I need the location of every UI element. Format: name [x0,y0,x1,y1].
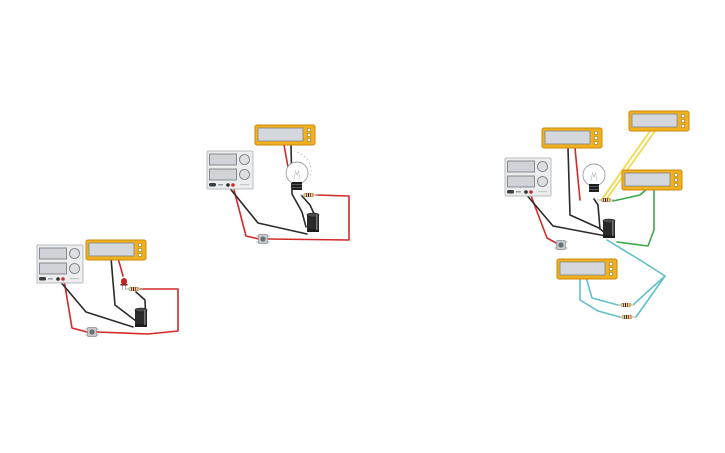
light-bulb[interactable] [582,163,606,193]
wire-red-ps-to-button[interactable] [232,185,260,240]
resistor[interactable] [124,286,144,292]
pushbutton[interactable] [85,327,99,337]
power-supply[interactable] [36,244,84,284]
wire-black-ps-to-capacitor[interactable] [227,185,308,235]
wire-black-ps-to-capacitor[interactable] [58,279,134,328]
wire-teal-mm-to-resistors[interactable] [579,276,621,318]
wire-red-led[interactable] [117,257,124,277]
wire-red-ps-to-button[interactable] [63,279,88,333]
wire-yellow-b[interactable] [605,130,656,201]
multimeter-middle-right[interactable] [621,169,683,191]
multimeter-top-left[interactable] [541,127,603,149]
wire-teal-mm-to-resistor-top[interactable] [585,276,619,306]
multimeter[interactable] [254,124,316,146]
pushbutton[interactable] [256,234,270,244]
resistor-bottom[interactable] [617,314,637,320]
power-supply[interactable] [504,157,552,197]
multimeter-top-right[interactable] [628,110,690,132]
multimeter[interactable] [85,239,147,261]
wire-dashed-bulb[interactable] [296,151,312,179]
wire-teal-capacitor-to-resistors[interactable] [606,239,666,305]
wire-black-ps-to-capacitor[interactable] [524,192,607,237]
wire-red-bulb-to-mm[interactable] [574,147,581,201]
pushbutton[interactable] [554,240,568,250]
wire-red-ps-to-button[interactable] [529,192,557,244]
capacitor[interactable] [602,218,616,239]
led[interactable] [120,278,128,290]
wire-green-capacitor-to-mm[interactable] [616,187,655,247]
circuit-led [36,239,179,337]
light-bulb[interactable] [285,161,309,191]
power-supply[interactable] [206,150,254,190]
resistor-top[interactable] [616,302,636,308]
wire-black-mm-to-capacitor[interactable] [110,257,137,322]
circuit-bulb [206,124,350,244]
capacitor[interactable] [134,307,148,328]
wire-red-button-to-resistor[interactable] [96,288,179,335]
wire-red-button-to-resistor[interactable] [267,194,350,241]
circuit-full [504,110,690,320]
multimeter-bottom[interactable] [556,258,618,280]
wire-black-mm-to-capacitor[interactable] [567,147,606,234]
wire-yellow-a[interactable] [602,130,651,199]
wire-black-capacitor-to-bulb[interactable] [593,198,601,230]
capacitor[interactable] [306,212,320,233]
wire-teal-branch-lower[interactable] [635,275,666,318]
